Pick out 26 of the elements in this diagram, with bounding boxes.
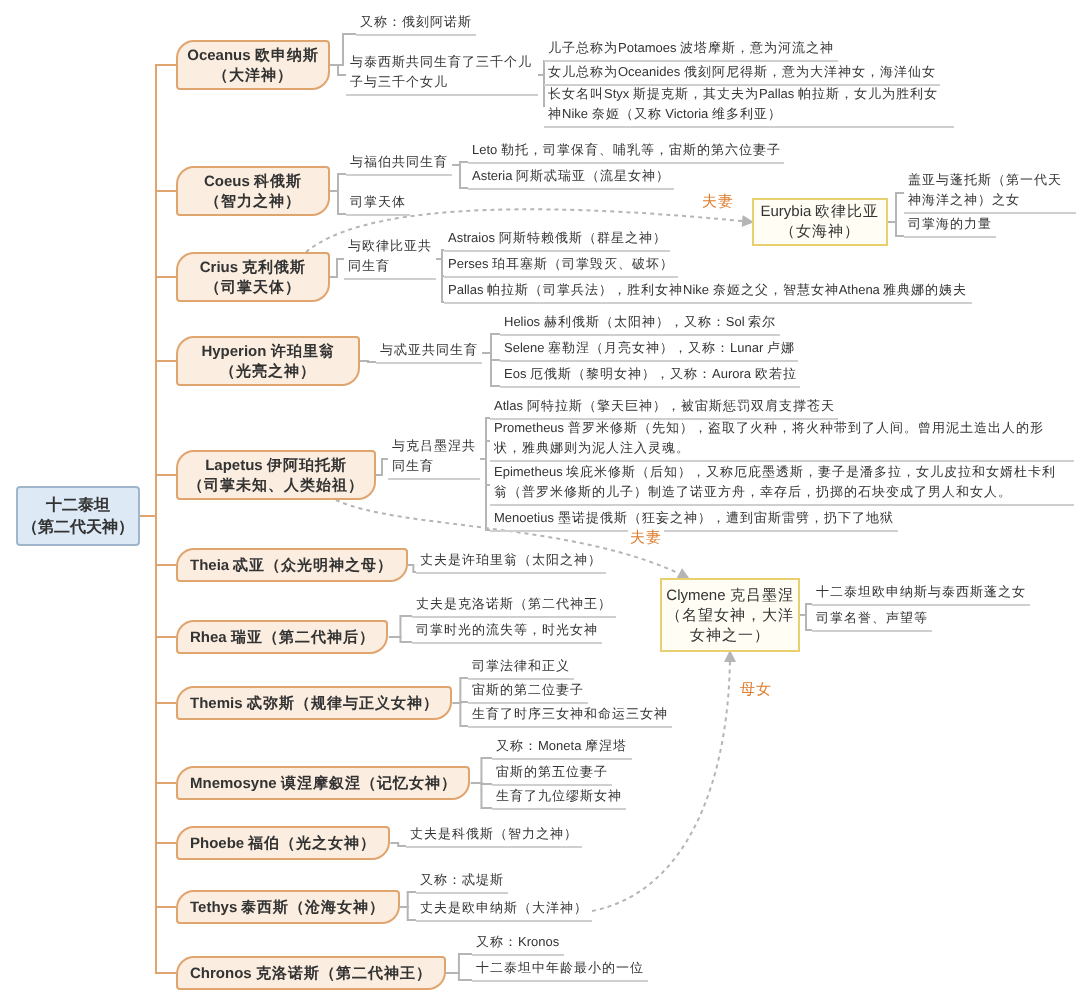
connector-line bbox=[451, 164, 469, 189]
connector-line bbox=[799, 603, 813, 616]
connector-line bbox=[387, 636, 413, 643]
connector-line bbox=[375, 458, 389, 476]
relation-arrow bbox=[591, 650, 736, 912]
connector-line bbox=[479, 458, 491, 531]
connector-line bbox=[329, 258, 345, 278]
connector-line bbox=[887, 221, 905, 237]
connector-line bbox=[329, 190, 347, 215]
connector-line bbox=[479, 440, 491, 460]
connector-line bbox=[359, 360, 377, 363]
connector-line bbox=[799, 614, 813, 631]
relation-arrow bbox=[305, 208, 754, 253]
connector-line bbox=[398, 906, 417, 921]
connector-line bbox=[481, 352, 501, 387]
connector-line bbox=[435, 258, 445, 303]
connector-line bbox=[444, 972, 473, 981]
connector-line bbox=[389, 842, 407, 847]
connector-line bbox=[406, 564, 417, 573]
connector-line bbox=[329, 64, 347, 76]
relation-arrow bbox=[335, 499, 690, 580]
connector-line bbox=[451, 702, 469, 727]
connector-line bbox=[537, 74, 545, 108]
root-topic-box: 十二泰坦（第二代天神） bbox=[16, 486, 140, 546]
connector-line bbox=[435, 249, 445, 260]
connector-line bbox=[537, 59, 545, 76]
